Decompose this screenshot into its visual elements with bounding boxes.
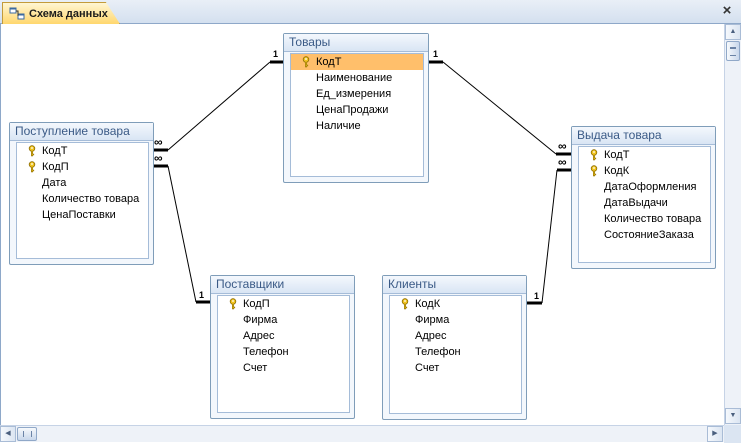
field-name: Дата xyxy=(42,177,67,189)
field-name: Фирма xyxy=(415,314,450,326)
field-row[interactable]: Количество товара xyxy=(17,191,148,207)
field-row[interactable]: Адрес xyxy=(218,328,349,344)
close-icon[interactable]: × xyxy=(722,2,732,19)
rel-label-one: 1 xyxy=(273,49,278,59)
primary-key-icon xyxy=(401,298,409,310)
field-row[interactable]: ЦенаПродажи xyxy=(291,102,423,118)
field-name: ДатаОформления xyxy=(604,181,697,193)
field-name: КодТ xyxy=(604,149,630,161)
field-row[interactable]: ЦенаПоставки xyxy=(17,207,148,223)
scroll-up-button[interactable]: ▲ xyxy=(725,24,741,40)
rel-label-many: ∞ xyxy=(154,151,163,165)
field-name: Счет xyxy=(415,362,440,374)
field-name: Счет xyxy=(243,362,268,374)
field-name: ЦенаПродажи xyxy=(316,104,389,116)
field-name: СостояниеЗаказа xyxy=(604,229,694,241)
field-row[interactable]: Адрес xyxy=(390,328,521,344)
relationships-icon xyxy=(9,7,25,19)
primary-key-icon xyxy=(302,56,310,68)
primary-key-icon xyxy=(28,145,36,157)
field-row[interactable]: Фирма xyxy=(390,312,521,328)
table-title[interactable]: Поступление товара xyxy=(10,123,153,141)
field-row[interactable]: ДатаВыдачи xyxy=(579,195,710,211)
field-name: Телефон xyxy=(415,346,461,358)
scroll-left-button[interactable]: ◀ xyxy=(0,426,16,442)
field-row[interactable]: Наличие xyxy=(291,118,423,134)
field-row[interactable]: КодП xyxy=(218,296,349,312)
field-name: ДатаВыдачи xyxy=(604,197,668,209)
table-title[interactable]: Поставщики xyxy=(211,276,354,294)
rel-label-many: ∞ xyxy=(154,135,163,149)
field-name: КодК xyxy=(604,165,630,177)
rel-label-many: ∞ xyxy=(558,139,567,153)
table-title[interactable]: Клиенты xyxy=(383,276,526,294)
field-name: Телефон xyxy=(243,346,289,358)
field-name: Количество товара xyxy=(42,193,140,205)
field-name: ЦенаПоставки xyxy=(42,209,116,221)
rel-label-many: ∞ xyxy=(558,155,567,169)
field-row[interactable]: Телефон xyxy=(390,344,521,360)
field-row[interactable]: КодП xyxy=(17,159,148,175)
primary-key-icon xyxy=(28,161,36,173)
primary-key-icon xyxy=(229,298,237,310)
field-row[interactable]: Счет xyxy=(390,360,521,376)
field-row[interactable]: Фирма xyxy=(218,312,349,328)
rel-label-one: 1 xyxy=(199,290,204,300)
field-row[interactable]: Дата xyxy=(17,175,148,191)
field-name: КодТ xyxy=(316,56,342,68)
field-name: Адрес xyxy=(415,330,447,342)
primary-key-icon xyxy=(590,165,598,177)
tab-label: Схема данных xyxy=(29,7,108,20)
horizontal-scroll-thumb[interactable] xyxy=(17,427,37,441)
vertical-scrollbar[interactable]: ▲ ▼ xyxy=(724,24,741,425)
primary-key-icon xyxy=(590,149,598,161)
field-row[interactable]: ДатаОформления xyxy=(579,179,710,195)
field-name: Фирма xyxy=(243,314,278,326)
rel-line-seg xyxy=(167,61,271,151)
table-title[interactable]: Товары xyxy=(284,34,428,52)
field-row[interactable]: Наименование xyxy=(291,70,423,86)
field-row[interactable]: СостояниеЗаказа xyxy=(579,227,710,243)
field-row[interactable]: КодК xyxy=(390,296,521,312)
rel-label-one: 1 xyxy=(433,49,438,59)
table-title[interactable]: Выдача товара xyxy=(572,127,715,145)
rel-label-one: 1 xyxy=(534,291,539,301)
field-row[interactable]: Телефон xyxy=(218,344,349,360)
field-name: КодК xyxy=(415,298,441,310)
field-name: Адрес xyxy=(243,330,275,342)
field-row[interactable]: Ед_измерения xyxy=(291,86,423,102)
tab-relationships[interactable]: Схема данных xyxy=(2,2,120,24)
document-tab-strip: Схема данных × xyxy=(0,0,741,24)
field-name: Наличие xyxy=(316,120,361,132)
field-name: Ед_измерения xyxy=(316,88,392,100)
field-name: Количество товара xyxy=(604,213,702,225)
field-row[interactable]: КодТ xyxy=(579,147,710,163)
scrollbar-corner xyxy=(724,425,741,443)
field-row[interactable]: Количество товара xyxy=(579,211,710,227)
field-name: КодТ xyxy=(42,145,68,157)
field-row[interactable]: КодТ xyxy=(17,143,148,159)
field-row[interactable]: КодК xyxy=(579,163,710,179)
field-name: КодП xyxy=(42,161,69,173)
horizontal-scrollbar[interactable]: ◀ ▶ xyxy=(0,425,724,442)
scroll-right-button[interactable]: ▶ xyxy=(707,426,723,442)
field-row[interactable]: Счет xyxy=(218,360,349,376)
vertical-scroll-thumb[interactable] xyxy=(726,41,740,61)
field-name: КодП xyxy=(243,298,270,310)
field-name: Наименование xyxy=(316,72,393,84)
scroll-down-button[interactable]: ▼ xyxy=(725,408,741,424)
field-row[interactable]: КодТ xyxy=(291,54,423,70)
